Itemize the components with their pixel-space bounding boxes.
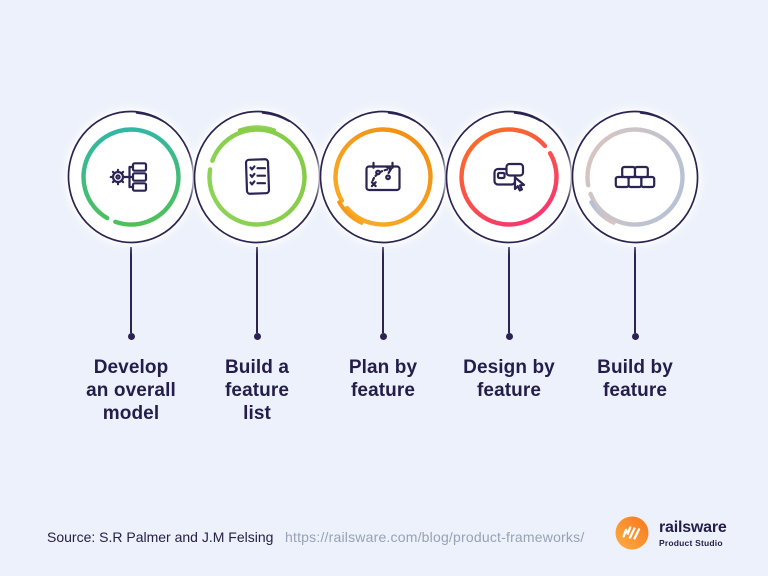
connector-line <box>508 247 510 333</box>
step-label: Plan by feature <box>348 357 418 401</box>
step-label: Build by feature <box>597 357 673 401</box>
source-attribution: Source: S.R Palmer and J.M Felsing <box>47 529 274 545</box>
connector-dot <box>253 333 261 340</box>
connector-dot <box>631 333 639 340</box>
connector-dot <box>379 333 387 340</box>
step-develop-overall-model: Develop an overall model <box>61 107 201 425</box>
building-blocks-icon <box>614 165 656 189</box>
model-hierarchy-icon <box>109 162 148 192</box>
railsware-brand: railsware Product Studio <box>615 516 727 550</box>
step-circle <box>571 110 699 244</box>
connector-line <box>130 247 132 333</box>
step-label: Develop an overall model <box>86 357 176 424</box>
railsware-logo-icon <box>615 516 649 550</box>
step-label: Design by feature <box>463 357 555 401</box>
step-circle <box>445 110 573 244</box>
brand-tagline: Product Studio <box>659 537 723 548</box>
step-circle <box>193 110 321 244</box>
step-circle <box>319 110 447 244</box>
article-url: https://railsware.com/blog/product-frame… <box>285 529 585 545</box>
step-build-feature-list: Build a feature list <box>187 107 327 425</box>
connector-line <box>634 247 636 333</box>
step-circle <box>67 110 195 244</box>
step-plan-by-feature: Plan by feature <box>313 107 453 402</box>
strategy-plan-icon <box>365 161 401 192</box>
connector-line <box>256 247 258 333</box>
step-label: Build a feature list <box>224 357 290 424</box>
connector-dot <box>505 333 513 340</box>
step-build-by-feature: Build by feature <box>565 107 705 402</box>
connector-line <box>382 247 384 333</box>
step-design-by-feature: Design by feature <box>439 107 579 402</box>
brand-name: railsware <box>659 518 727 536</box>
design-cursor-icon <box>493 162 526 192</box>
checklist-icon <box>244 158 271 195</box>
connector-dot <box>127 333 135 340</box>
